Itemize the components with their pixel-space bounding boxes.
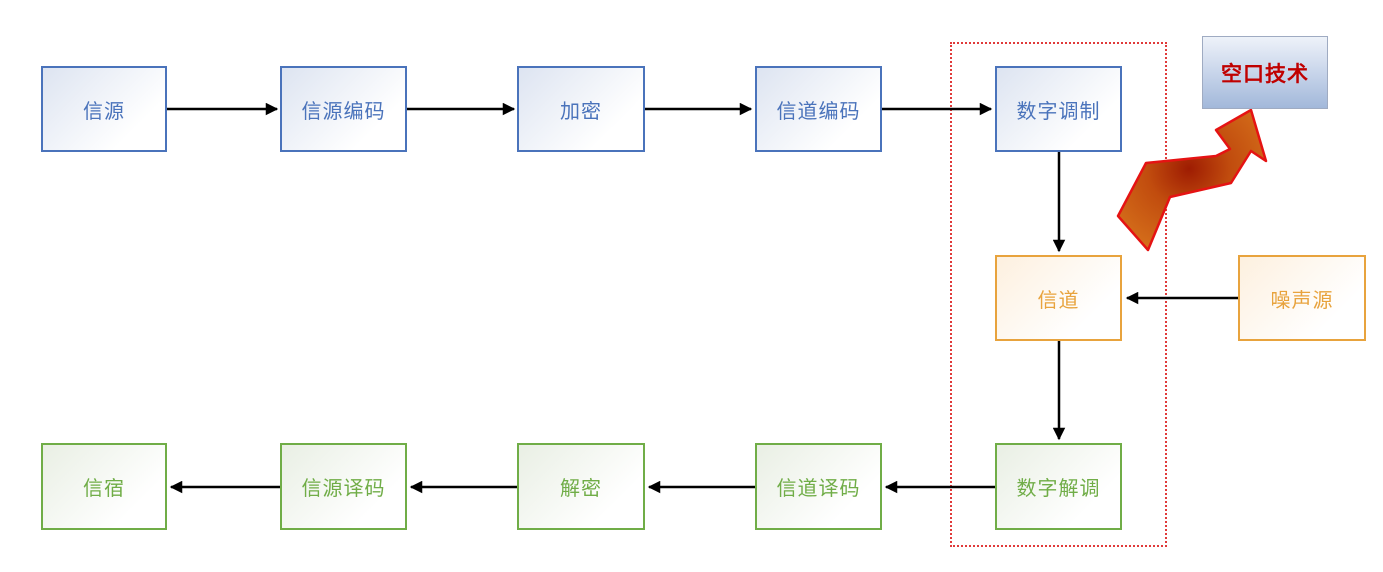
node-label: 解密 <box>560 478 602 500</box>
node-digital-demodulator: 数字解调 <box>995 443 1122 530</box>
node-source-encoder: 信源编码 <box>280 66 407 152</box>
node-label: 信道编码 <box>776 100 861 123</box>
callout-label: 空口技术 <box>1221 61 1309 86</box>
node-label: 数字解调 <box>1016 478 1101 500</box>
node-channel-decoder: 信道译码 <box>755 443 882 530</box>
node-label: 信道译码 <box>776 478 861 500</box>
node-label: 加密 <box>560 100 602 123</box>
node-label: 信宿 <box>83 478 125 500</box>
node-label: 信源译码 <box>301 478 386 500</box>
node-noise-source: 噪声源 <box>1238 255 1366 341</box>
highlight-dotted-frame <box>950 42 1167 547</box>
node-digital-modulator: 数字调制 <box>995 66 1122 152</box>
node-label: 数字调制 <box>1016 100 1101 123</box>
node-label: 信道 <box>1037 289 1080 312</box>
node-encrypt: 加密 <box>517 66 645 152</box>
node-source-decoder: 信源译码 <box>280 443 407 530</box>
node-source: 信源 <box>41 66 167 152</box>
node-channel-encoder: 信道编码 <box>755 66 882 152</box>
node-label: 信源 <box>83 100 125 123</box>
node-decrypt: 解密 <box>517 443 645 530</box>
node-channel: 信道 <box>995 255 1122 341</box>
node-sink: 信宿 <box>41 443 167 530</box>
node-label: 信源编码 <box>301 100 386 123</box>
air-interface-callout: 空口技术 <box>1202 36 1328 109</box>
node-label: 噪声源 <box>1270 289 1334 312</box>
